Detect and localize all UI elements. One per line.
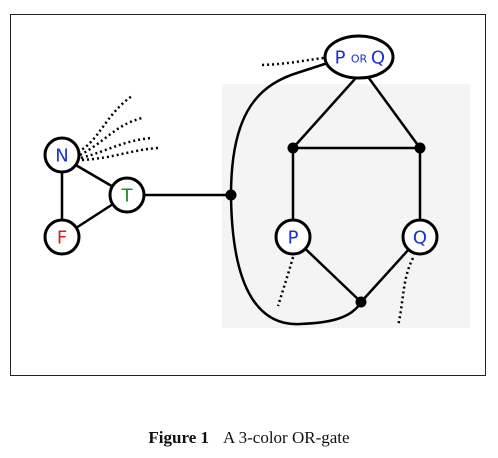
node-f-label: F — [57, 228, 67, 249]
dotted-n-3 — [80, 136, 153, 160]
node-f — [43, 218, 81, 256]
dotted-edges — [77, 56, 415, 327]
node-p-or-q-label-p: P — [335, 48, 346, 69]
node-t — [108, 176, 146, 214]
node-p-or-q-label-q: Q — [371, 48, 385, 69]
dotted-q — [396, 257, 415, 327]
caption-or: OR — [291, 428, 316, 447]
node-p-label: P — [288, 228, 299, 249]
node-n — [43, 136, 81, 174]
junction-bottom — [355, 296, 367, 308]
node-q-label: Q — [413, 228, 427, 249]
edge-porq-ul — [292, 69, 364, 149]
edge-hub-bottom — [229, 194, 363, 326]
background-patch — [222, 84, 470, 328]
junction-hub — [225, 189, 237, 201]
edge-hub-porq — [229, 58, 338, 196]
node-p-or-q — [323, 34, 395, 80]
caption-prefix: A 3-color — [223, 428, 292, 447]
dotted-porq — [261, 56, 325, 67]
figure-label: Figure 1 — [148, 428, 210, 447]
junction-upper-right — [414, 142, 426, 154]
node-p-or-q-label-or: OR — [351, 53, 368, 66]
dotted-n-2 — [79, 116, 143, 157]
junction-upper-left — [287, 142, 299, 154]
node-p — [274, 218, 312, 256]
dotted-n-4 — [81, 146, 159, 162]
node-q — [401, 218, 439, 256]
junctions — [225, 142, 426, 308]
figure-frame — [10, 14, 486, 376]
edge-porq-ur — [361, 69, 422, 149]
node-n-label: N — [55, 146, 68, 167]
dotted-n-1 — [77, 94, 133, 154]
caption-suffix: -gate — [315, 428, 350, 447]
node-t-label: T — [121, 186, 134, 207]
dotted-p — [276, 256, 295, 307]
figure-caption: Figure 1 A 3-color OR-gate — [0, 428, 498, 448]
